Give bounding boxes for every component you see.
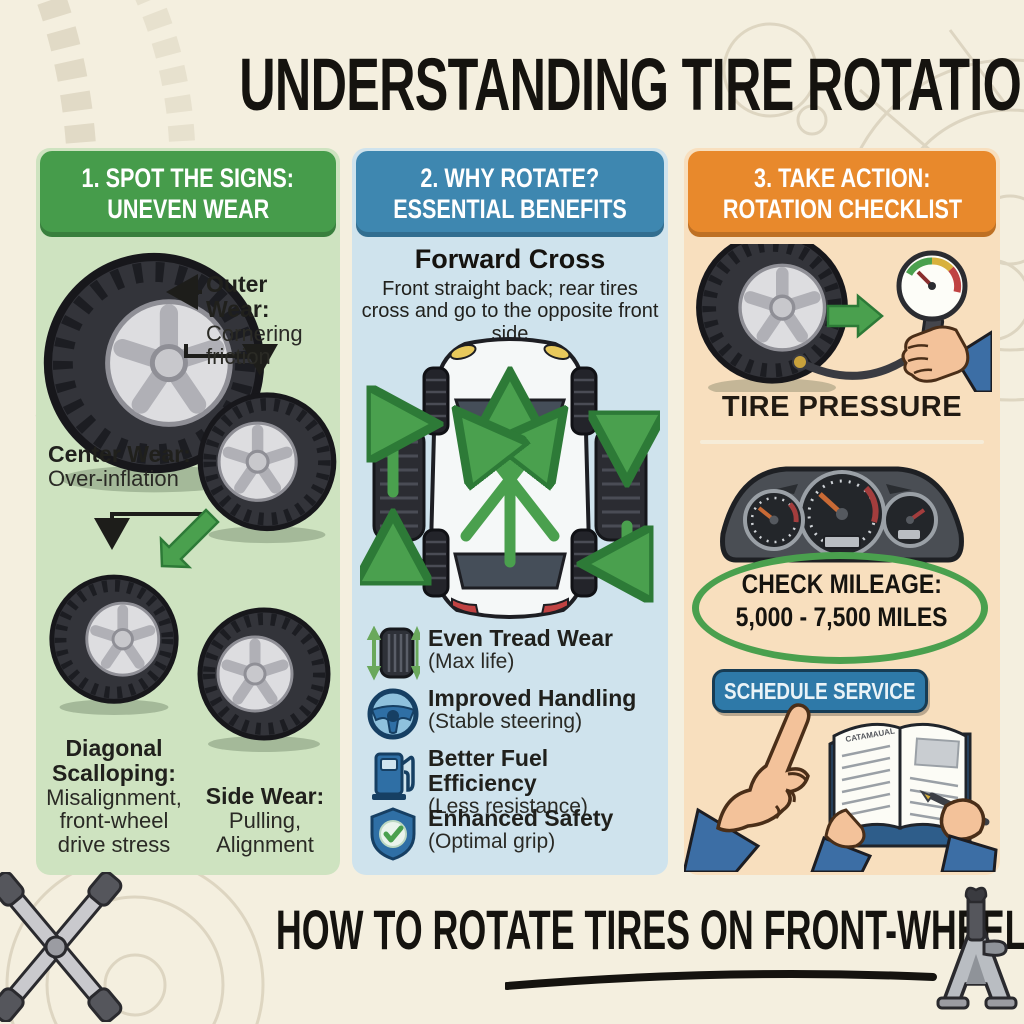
side-wear-label: Side Wear: Pulling, Alignment bbox=[205, 783, 325, 857]
steering-wheel-icon bbox=[367, 688, 419, 740]
center-wear-label: Center Wear: Over-inflation bbox=[48, 441, 191, 491]
header-line2: ROTATION CHECKLIST bbox=[722, 194, 962, 224]
lug-wrench-icon bbox=[0, 872, 123, 1022]
panel-header-take-action: 3. TAKE ACTION: ROTATION CHECKLIST bbox=[688, 151, 996, 237]
schedule-service-button[interactable]: SCHEDULE SERVICE bbox=[712, 669, 928, 713]
fuel-pump-icon bbox=[372, 752, 415, 800]
panel-spot-the-signs: 1. SPOT THE SIGNS: UNEVEN WEAR Outer Wea… bbox=[36, 148, 340, 875]
shield-check-icon bbox=[370, 807, 416, 861]
panel-header-spot-the-signs: 1. SPOT THE SIGNS: UNEVEN WEAR bbox=[40, 151, 336, 237]
hand-and-manual-illustration: CATAMAUAL bbox=[684, 703, 998, 872]
forward-cross-subtitle: Front straight back; rear tires cross an… bbox=[361, 278, 659, 345]
benefit-enhanced-safety: Enhanced Safety (Optimal grip) bbox=[366, 806, 662, 862]
header-line1: 3. TAKE ACTION: bbox=[753, 162, 931, 193]
green-diagonal-arrow bbox=[159, 508, 220, 569]
outer-wear-label: Outer Wear: Cornering friction bbox=[206, 271, 303, 370]
benefit-better-fuel-efficiency: Better Fuel Efficiency (Less resistance) bbox=[366, 746, 662, 818]
pen-hand-icon bbox=[919, 789, 998, 872]
jack-stand-icon bbox=[936, 886, 1018, 1010]
header-line1: 2. WHY ROTATE? bbox=[420, 162, 600, 193]
panel-take-action: 3. TAKE ACTION: ROTATION CHECKLIST bbox=[684, 148, 1000, 875]
rotation-pattern-diagram bbox=[360, 337, 660, 619]
page-title: UNDERSTANDING TIRE ROTATION BASICS bbox=[239, 43, 1024, 126]
mileage-highlight-oval bbox=[692, 552, 988, 664]
benefit-improved-handling: Improved Handling (Stable steering) bbox=[366, 686, 662, 742]
footer-underline-swoosh bbox=[505, 970, 937, 990]
benefit-even-tread-wear: Even Tread Wear (Max life) bbox=[366, 626, 662, 682]
tread-icon bbox=[366, 626, 420, 681]
header-line2: ESSENTIAL BENEFITS bbox=[393, 194, 627, 224]
tire-pressure-gauge-illustration bbox=[692, 244, 992, 392]
check-mileage-label: CHECK MILEAGE: 5,000 - 7,500 MILES bbox=[736, 569, 948, 632]
section-divider bbox=[700, 440, 984, 444]
footer-title: HOW TO ROTATE TIRES ON FRONT-WHEEL DRIVE… bbox=[275, 898, 1024, 961]
manual-book-icon: CATAMAUAL bbox=[828, 722, 972, 848]
header-line1: 1. SPOT THE SIGNS: bbox=[81, 162, 295, 193]
dashboard-cluster-illustration bbox=[720, 466, 964, 563]
panel-header-why-rotate: 2. WHY ROTATE? ESSENTIAL BENEFITS bbox=[356, 151, 664, 237]
forward-cross-title: Forward Cross bbox=[414, 244, 606, 274]
panel-why-rotate: 2. WHY ROTATE? ESSENTIAL BENEFITS Forwar… bbox=[352, 148, 668, 875]
header-line2: UNEVEN WEAR bbox=[106, 194, 269, 224]
wear-connector-arrows bbox=[94, 274, 278, 569]
tire-pressure-label: TIRE PRESSURE bbox=[721, 391, 963, 423]
pointing-hand-icon bbox=[684, 703, 811, 872]
diagonal-scalloping-label: Diagonal Scalloping: Misalignment, front… bbox=[46, 735, 182, 858]
